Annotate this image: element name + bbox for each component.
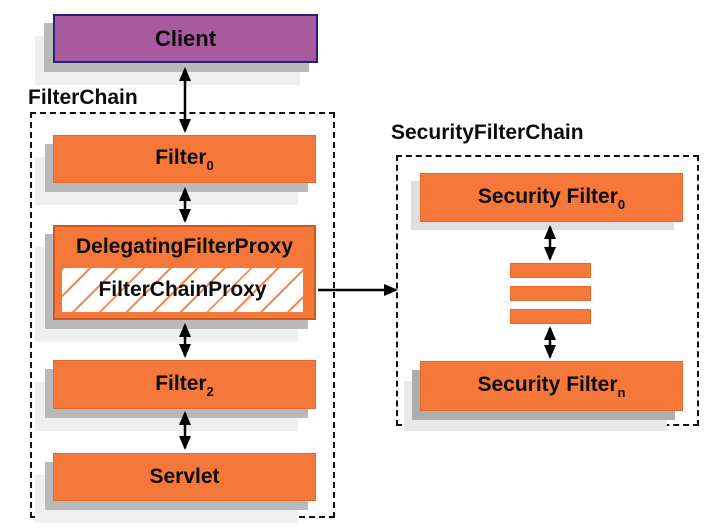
security-filter0-box: Security Filter0	[420, 173, 683, 222]
ellipsis-bar-1	[510, 263, 591, 278]
servlet-box: Servlet	[53, 453, 316, 501]
ellipsis-bar-3	[510, 309, 591, 324]
security-filtern-label: Security Filtern	[477, 373, 626, 400]
security-filter0-subscript: 0	[617, 196, 626, 212]
filter2-box: Filter2	[53, 360, 316, 409]
filter0-subscript: 0	[206, 158, 214, 173]
filterchain-title: FilterChain	[28, 86, 138, 109]
servlet-label: Servlet	[149, 465, 220, 488]
ellipsis-bar-2	[510, 286, 591, 301]
filter0-box: Filter0	[53, 135, 316, 183]
delegating-filter-proxy-box: DelegatingFilterProxy FilterChainProxy	[53, 225, 316, 320]
delegating-filter-proxy-label: DelegatingFilterProxy	[75, 235, 294, 258]
filter2-label: Filter2	[155, 371, 214, 399]
filter-chain-proxy-box: FilterChainProxy	[60, 266, 305, 314]
securityfilterchain-title: SecurityFilterChain	[391, 121, 584, 144]
filter2-subscript: 2	[206, 383, 214, 399]
client-box: Client	[53, 14, 318, 63]
security-filtern-subscript: n	[617, 385, 626, 400]
security-filtern-box: Security Filtern	[420, 361, 683, 411]
security-filter0-label: Security Filter0	[477, 184, 626, 212]
filter-chain-proxy-label: FilterChainProxy	[98, 278, 267, 301]
filter0-label: Filter0	[155, 146, 214, 173]
client-label: Client	[154, 25, 217, 51]
